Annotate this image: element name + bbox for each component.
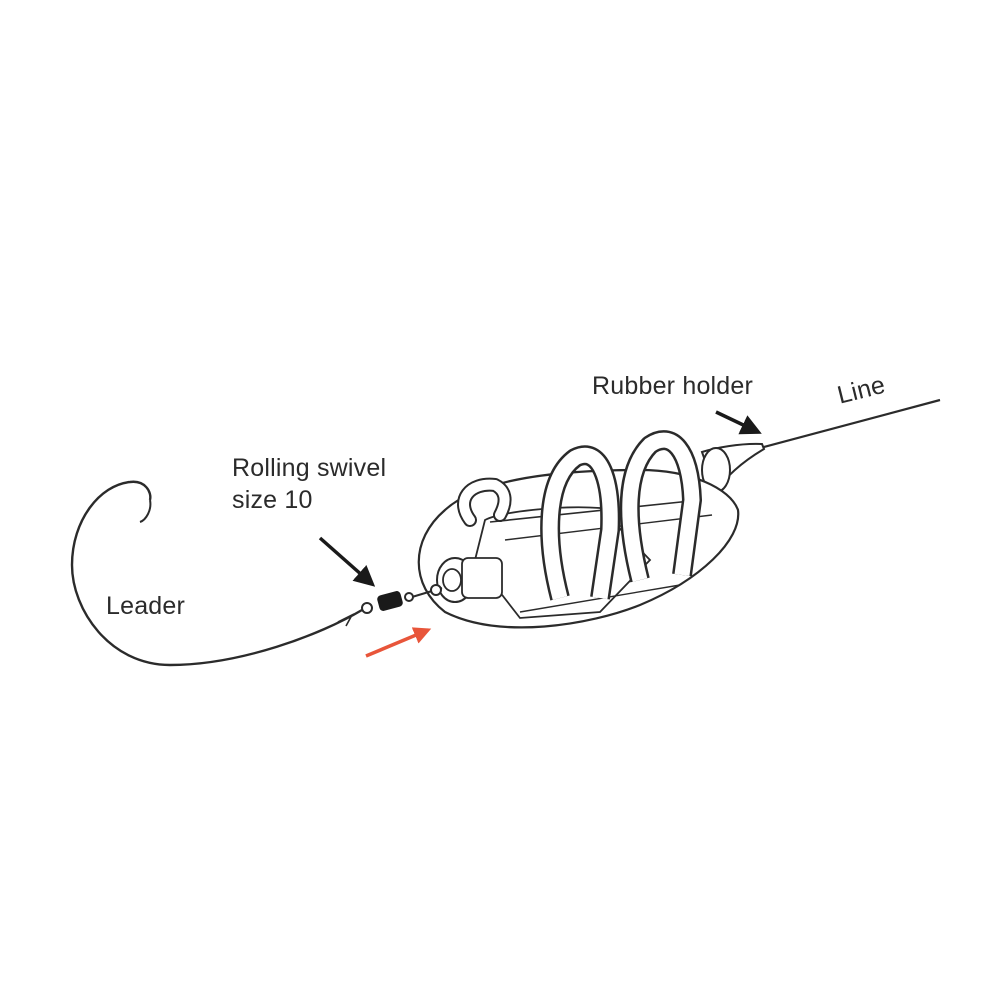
rubber-holder-label: Rubber holder: [592, 372, 754, 400]
leader-label: Leader: [106, 592, 186, 620]
rolling-swivel-label: Rolling swivel: [232, 454, 387, 482]
swivel-size-label: size 10: [232, 486, 313, 514]
feeder-cage: [417, 430, 740, 629]
highlight-arrow: [365, 627, 432, 658]
swivel-pointer-arrow: [318, 536, 376, 587]
leader-line: [70, 480, 363, 667]
rubber-holder-pointer-arrow: [715, 410, 762, 435]
rubber-holder: [700, 442, 766, 495]
rolling-swivel: [361, 584, 443, 614]
main-line: [759, 398, 941, 450]
